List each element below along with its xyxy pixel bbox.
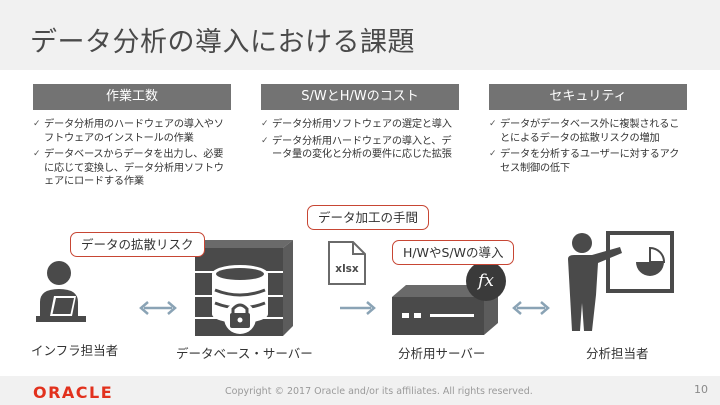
column-security: セキュリティ データがデータベース外に複製されることによるデータの拡散リスクの増… (489, 84, 687, 178)
label-analyst: 分析担当者 (586, 346, 649, 361)
database-server-icon (195, 240, 293, 336)
column-header-workload: 作業工数 (33, 84, 231, 110)
column-cost: S/WとH/Wのコスト データ分析用ソフトウェアの選定と導入 データ分析用ハード… (261, 84, 459, 165)
bullet-list-security: データがデータベース外に複製されることによるデータの拡散リスクの増加 データを分… (489, 118, 687, 175)
function-icon: fx (466, 261, 506, 301)
slide-title: データ分析の導入における課題 (30, 27, 415, 58)
column-header-cost: S/WとH/Wのコスト (261, 84, 459, 110)
double-arrow-icon (139, 301, 177, 315)
oracle-logo: ORACLE (33, 383, 114, 402)
bullet-item: データがデータベース外に複製されることによるデータの拡散リスクの増加 (489, 118, 687, 145)
analysis-server-icon (392, 285, 498, 335)
label-db-server: データベース・サーバー (176, 346, 313, 361)
callout-data-processing: データ加工の手間 (307, 205, 430, 230)
page-number: 10 (694, 383, 708, 396)
footer-band (0, 376, 720, 405)
spreadsheet-file-icon: xlsx (328, 241, 366, 285)
double-arrow-icon (512, 301, 550, 315)
file-type-label: xlsx (335, 263, 359, 275)
column-workload: 作業工数 データ分析用のハードウェアの導入やソフトウェアのインストールの作業 デ… (33, 84, 231, 192)
analyst-presenter-icon (568, 231, 674, 331)
infra-person-icon (36, 261, 86, 322)
right-arrow-icon (340, 301, 376, 315)
bullet-item: データ分析用ソフトウェアの選定と導入 (261, 118, 459, 132)
label-infra: インフラ担当者 (31, 343, 119, 358)
bullet-item: データベースからデータを出力し、必要に応じて変換し、データ分析用ソフトウェアにロ… (33, 148, 231, 189)
label-analysis-server: 分析用サーバー (398, 346, 486, 361)
copyright-text: Copyright © 2017 Oracle and/or its affil… (225, 386, 533, 397)
bullet-item: データ分析用ハードウェアの導入と、データ量の変化と分析の要件に応じた拡張 (261, 135, 459, 162)
bullet-list-workload: データ分析用のハードウェアの導入やソフトウェアのインストールの作業 データベース… (33, 118, 231, 189)
bullet-item: データを分析するユーザーに対するアクセス制御の低下 (489, 148, 687, 175)
callout-hw-sw-install: H/WやS/Wの導入 (392, 240, 515, 265)
bullet-item: データ分析用のハードウェアの導入やソフトウェアのインストールの作業 (33, 118, 231, 145)
callout-data-risk: データの拡散リスク (70, 232, 205, 257)
column-header-security: セキュリティ (489, 84, 687, 110)
bullet-list-cost: データ分析用ソフトウェアの選定と導入 データ分析用ハードウェアの導入と、データ量… (261, 118, 459, 162)
title-band (0, 0, 720, 70)
